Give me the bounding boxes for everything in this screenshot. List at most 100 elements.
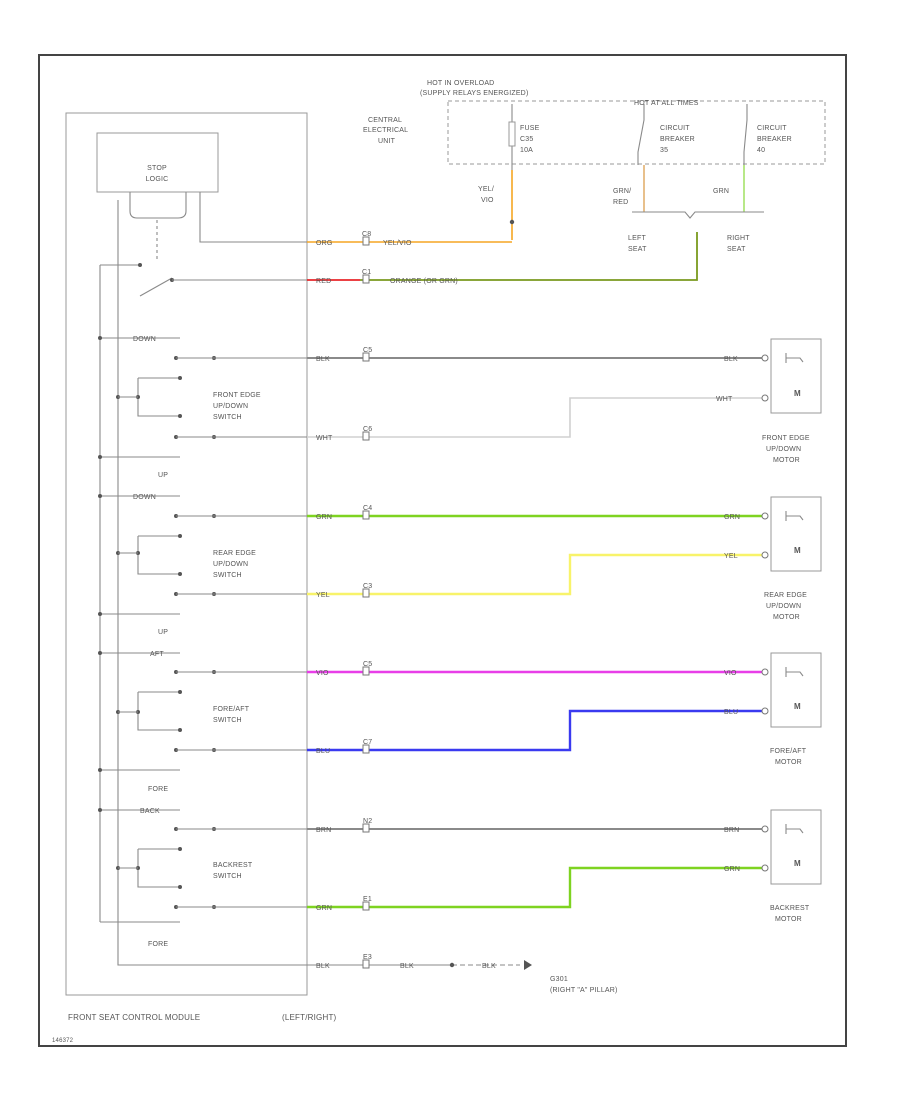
- fe-down-label: DOWN: [133, 336, 156, 343]
- pin-c11: E3: [363, 954, 372, 961]
- cb2-label-1: CIRCUIT: [757, 125, 787, 132]
- re-up-label: UP: [158, 629, 168, 636]
- right-seat-label-2: SEAT: [727, 246, 746, 253]
- fa-motor-label-2: MOTOR: [775, 759, 802, 766]
- pin-c5: C4: [363, 505, 372, 512]
- re-dot-3: [178, 534, 182, 538]
- breaker2-line: [743, 104, 748, 165]
- seat-bracket: [632, 211, 764, 219]
- fe-switch-contacts: [137, 377, 180, 417]
- pin-c10: E1: [363, 896, 372, 903]
- hot-supply-label: (SUPPLY RELAYS ENERGIZED): [420, 90, 528, 97]
- wire-fa-vio-label-left: VIO: [316, 670, 329, 677]
- stop-logic-output: [199, 192, 307, 243]
- re-switch-label-2: UP/DOWN: [213, 561, 248, 568]
- yelvio-label-1: YEL/: [478, 186, 494, 193]
- backrest-motor-m: M: [794, 859, 801, 868]
- br-motor-label-2: MOTOR: [775, 916, 802, 923]
- hot-all-times-label: HOT AT ALL TIMES: [634, 100, 699, 107]
- fore-aft-motor-terminal-1: [761, 668, 769, 676]
- grnred-label-1: GRN/: [613, 188, 631, 195]
- wire-ground-label-1: BLK: [316, 963, 330, 970]
- backrest-motor: M: [761, 809, 822, 885]
- front-edge-motor: M: [761, 338, 822, 414]
- pin-c1: C8: [362, 231, 371, 238]
- wire-yelvio-label: YEL/VIO: [383, 240, 412, 247]
- fore-aft-motor-m: M: [794, 702, 801, 711]
- front-edge-motor-box: [770, 338, 822, 414]
- fe-switch-label-1: FRONT EDGE: [213, 392, 261, 399]
- cb2-label-2: BREAKER: [757, 136, 792, 143]
- re-switch-contacts: [137, 535, 180, 575]
- module-side-caption: (LEFT/RIGHT): [282, 1013, 337, 1022]
- pin-c7: C5: [363, 661, 372, 668]
- fe-dot-3: [178, 376, 182, 380]
- cb2-label-3: 40: [757, 147, 765, 154]
- re-bus-dot-1: [98, 494, 102, 498]
- wire-org-label: ORG: [316, 240, 333, 247]
- yelvio-label-2: VIO: [481, 197, 494, 204]
- terminal-c5: [362, 510, 370, 520]
- wire-re-yel: [307, 553, 764, 596]
- cb1-label-1: CIRCUIT: [660, 125, 690, 132]
- wire-re-yel-label-right: YEL: [724, 553, 738, 560]
- ground-label-1: G301: [550, 976, 568, 983]
- terminal-c11: [362, 959, 370, 969]
- rear-edge-motor-m: M: [794, 546, 801, 555]
- figure-id: 146372: [52, 1038, 74, 1044]
- hot-overload-label: HOT IN OVERLOAD: [427, 80, 494, 87]
- relay-contact-dot: [138, 263, 142, 267]
- module-connector-terminals: [362, 236, 370, 969]
- re-switch-label-1: REAR EDGE: [213, 550, 256, 557]
- outer-frame: [38, 54, 847, 1047]
- fore-aft-motor-thermal-icon: [785, 667, 804, 677]
- wire-orange-label: ORANGE (OR GRN): [390, 278, 458, 285]
- br-dot-3: [178, 847, 182, 851]
- relay-switch-blade: [139, 277, 173, 297]
- stop-logic-box: [96, 132, 219, 193]
- fa-dot-3: [178, 690, 182, 694]
- terminal-c1: [362, 236, 370, 246]
- fe-bus-dot-1: [98, 336, 102, 340]
- wire-fa-blu: [307, 709, 764, 752]
- wire-ground-label-3: BLK: [482, 963, 496, 970]
- ground-icon: [524, 960, 532, 970]
- terminal-c2: [362, 274, 370, 284]
- stop-logic-label-1: STOP: [147, 165, 167, 172]
- terminal-c10: [362, 901, 370, 911]
- pin-c2: C1: [362, 269, 371, 276]
- pin-c9: N2: [363, 818, 372, 825]
- wire-br-grn-label-left: GRN: [316, 905, 332, 912]
- front-edge-motor-terminal-1: [761, 354, 769, 362]
- pin-c3: C5: [363, 347, 372, 354]
- wire-red-label: RED: [316, 278, 331, 285]
- pin-c6: C3: [363, 583, 372, 590]
- wire-br-brn-label-left: BRN: [316, 827, 331, 834]
- wire-re-yel-label-left: YEL: [316, 592, 330, 599]
- fe-switch-label-2: UP/DOWN: [213, 403, 248, 410]
- fe-up-label: UP: [158, 472, 168, 479]
- grnred-label-2: RED: [613, 199, 628, 206]
- fore-aft-motor-box: [770, 652, 822, 728]
- front-edge-motor-m: M: [794, 389, 801, 398]
- wire-re-grn-label-left: GRN: [316, 514, 332, 521]
- fe-motor-label-3: MOTOR: [773, 457, 800, 464]
- br-back-label: BACK: [140, 808, 160, 815]
- rear-edge-motor-terminal-1: [761, 512, 769, 520]
- grn-top-label: GRN: [713, 188, 729, 195]
- left-seat-label-1: LEFT: [628, 235, 646, 242]
- fuse-label-2: C35: [520, 136, 533, 143]
- fe-switch-label-3: SWITCH: [213, 414, 242, 421]
- fa-dot-4: [178, 728, 182, 732]
- terminal-c8: [362, 744, 370, 754]
- ground-label-2: (RIGHT "A" PILLAR): [550, 987, 618, 994]
- br-fore-label: FORE: [148, 941, 168, 948]
- front-edge-motor-terminal-2: [761, 394, 769, 402]
- br-motor-label-1: BACKREST: [770, 905, 810, 912]
- rear-edge-motor-thermal-icon: [785, 511, 804, 521]
- right-seat-label-1: RIGHT: [727, 235, 750, 242]
- wire-fa-blu-label-right: BLU: [724, 709, 738, 716]
- backrest-motor-box: [770, 809, 822, 885]
